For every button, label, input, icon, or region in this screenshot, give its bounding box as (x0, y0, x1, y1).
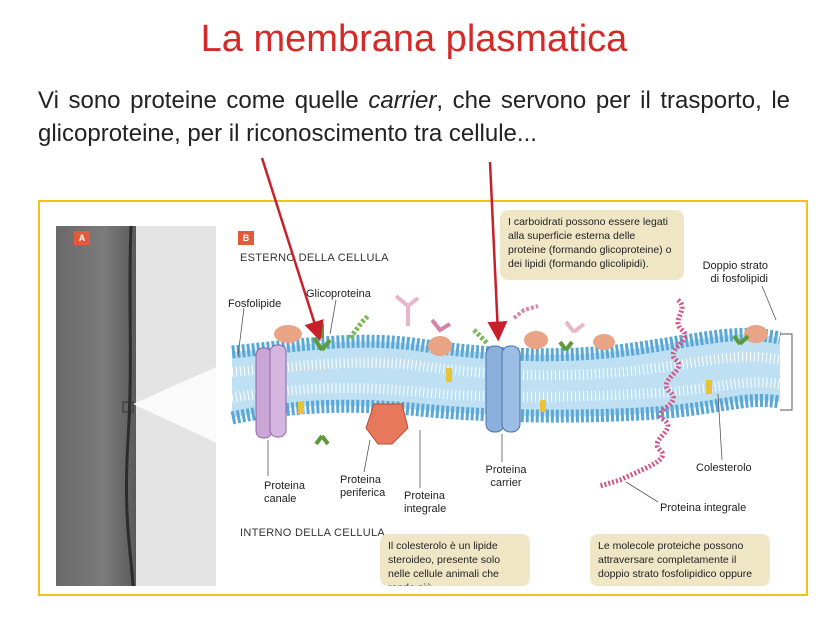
carrier-protein-right (501, 345, 521, 433)
label-glicoproteina: Glicoproteina (306, 288, 371, 300)
micrograph-zoom-box (122, 401, 134, 413)
glycolipid-chain-2 (430, 318, 452, 333)
label-proteina-periferica: Proteina periferica (340, 474, 386, 499)
arrow-to-carrier (487, 161, 508, 342)
panel-a-badge: A (74, 231, 90, 245)
micrograph-membrane-line (125, 225, 135, 587)
surface-protein-4 (593, 334, 615, 350)
note-molecole: Le molecole proteiche possono attraversa… (590, 534, 770, 586)
slide-title: La membrana plasmatica (200, 18, 628, 60)
arrow-to-glycoprotein (260, 157, 324, 342)
label-proteina-canale: Proteina canale (264, 480, 305, 505)
leader-periferica (363, 439, 371, 473)
cholesterol-4 (540, 400, 546, 412)
cholesterol-1 (446, 368, 452, 382)
label-proteina-carrier: Proteina carrier (485, 464, 527, 489)
label-fosfolipide: Fosfolipide (228, 298, 282, 310)
surface-protein-1 (274, 325, 302, 343)
cholesterol-3 (706, 380, 712, 394)
leader-fosfolipide (237, 307, 245, 357)
inner-glyco-chain (314, 434, 330, 446)
leader-doppio-strato (761, 285, 777, 321)
surface-protein-2 (428, 336, 452, 356)
glycoprotein-chain-4 (558, 340, 574, 352)
glycoprotein-chain-3 (472, 328, 490, 346)
glycolipid-chain-4 (564, 320, 586, 334)
integral-protein-coil (599, 298, 688, 489)
note-colesterolo: Il colesterolo è un lipide steroideo, pr… (380, 534, 530, 586)
surface-protein-3 (524, 331, 548, 349)
inner-heads (230, 394, 781, 425)
peripheral-protein (365, 403, 409, 445)
leader-glicoproteina (329, 299, 337, 335)
surface-protein-5 (744, 325, 768, 343)
note-carboidrati: I carboidrati possono essere legati alla… (500, 210, 684, 280)
label-colesterolo: Colesterolo (696, 462, 752, 474)
body-text-italic: carrier (368, 87, 437, 114)
leader-integrale-2 (625, 481, 659, 503)
slide-body: Vi sono proteine come quelle carrier, ch… (38, 84, 790, 150)
glycoprotein-chain-5 (732, 334, 750, 346)
label-proteina-integrale-1: Proteina integrale (404, 490, 447, 515)
inside-cell-label: INTERNO DELLA CELLULA (240, 527, 386, 539)
body-text-end: , che servono per il trasporto, le glico… (38, 87, 791, 147)
cholesterol-2 (298, 402, 304, 414)
glycoprotein-chain-2 (348, 314, 370, 340)
panel-b-badge: B (238, 231, 254, 245)
label-proteina-integrale-2: Proteina integrale (660, 502, 747, 514)
outside-cell-label: ESTERNO DELLA CELLULA (240, 252, 389, 264)
glycolipid-chain-3 (512, 304, 539, 320)
bilayer-bracket (780, 333, 793, 411)
leader-colesterolo (717, 393, 723, 461)
zoom-wedge (133, 360, 232, 450)
label-doppio-strato: Doppio strato di fosfolipidi (702, 260, 768, 285)
glycolipid-chain-1 (394, 294, 420, 326)
body-text-start: Vi sono proteine come quelle (38, 87, 369, 114)
channel-protein-right (269, 344, 287, 438)
carrier-protein-left (485, 345, 505, 433)
